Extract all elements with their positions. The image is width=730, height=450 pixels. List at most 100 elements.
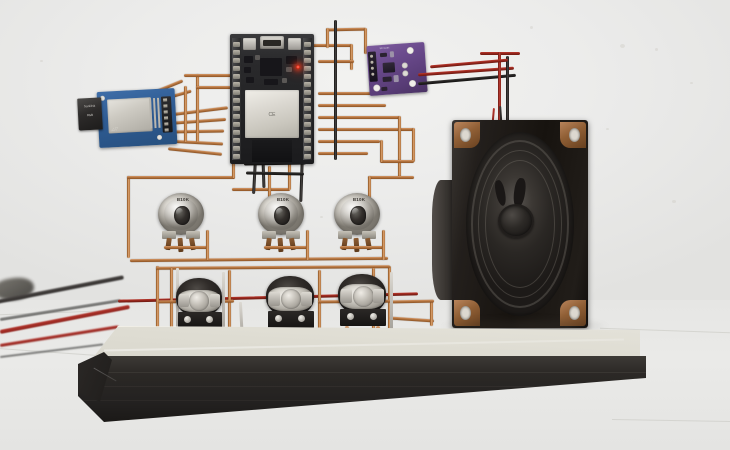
pot-mount-tab [262, 231, 276, 239]
pot-label: B10K [176, 197, 190, 202]
amp-component [389, 51, 395, 58]
pot-label: B10K [352, 197, 366, 202]
esp32-pin [233, 74, 240, 79]
wall-speck [320, 216, 323, 218]
amp-ic [382, 62, 396, 73]
wood-grain-line [78, 386, 646, 387]
copper-wire [184, 74, 232, 77]
esp-wroom-shield: ESP-WROOM-32 FCC ID: 2AC7Z-ESPWROOM32 CE… [245, 90, 299, 138]
copper-wire [326, 28, 329, 48]
copper-wire [318, 128, 414, 131]
esp32-component [286, 67, 292, 72]
copper-wire [318, 140, 380, 143]
wall-speck [690, 82, 693, 84]
copper-wire [196, 74, 199, 142]
pot-mount-tab [338, 231, 352, 239]
copper-wire [127, 176, 235, 179]
usb-slot [263, 40, 281, 46]
copper-wire [380, 140, 383, 162]
potentiometer-top-center[interactable]: B10K [256, 193, 310, 255]
esp32-pin [304, 50, 311, 55]
pot-shaft-hub[interactable] [353, 286, 374, 307]
support-wire [176, 268, 179, 346]
en-button[interactable] [243, 38, 256, 50]
boot-button[interactable] [288, 38, 301, 50]
support-wire [222, 272, 225, 344]
sd-pin [164, 128, 169, 132]
loudspeaker[interactable] [452, 120, 588, 328]
copper-wire [264, 246, 308, 249]
audio-amp-module[interactable]: SD GAIN [366, 42, 428, 96]
speaker-lead-red [498, 52, 501, 124]
pot-nut [341, 289, 352, 303]
esp32-component [244, 67, 251, 73]
sd-pin [163, 110, 168, 114]
wall-speck [620, 44, 625, 48]
amp-component [393, 74, 399, 83]
wall-speck [40, 60, 43, 62]
copper-frame-post [228, 270, 231, 342]
esp32-pin [233, 58, 240, 63]
pot-terminal-screw [370, 313, 377, 320]
cone-surround-ring [485, 160, 555, 288]
sd-pin [163, 116, 169, 120]
pot-label: B10K [276, 197, 290, 202]
esp32-pin [304, 74, 311, 79]
microsd-card[interactable]: SanDisk 8GB [77, 97, 103, 131]
pot-shaft[interactable] [174, 206, 190, 225]
pot-shaft[interactable] [350, 206, 366, 225]
copper-wire [350, 44, 353, 70]
sd-pin-header[interactable] [160, 96, 173, 133]
esp32-regulator [286, 56, 297, 64]
copper-wire [318, 116, 400, 119]
copper-wire [398, 116, 401, 178]
shaft-highlight [352, 208, 359, 216]
shield-label-line-3: IC: 21098-ESPWROOM32 [261, 126, 283, 127]
pot-terminal-screw [298, 315, 305, 322]
micro-usb-port[interactable] [260, 36, 284, 49]
esp32-pin [304, 146, 311, 151]
mounting-hole [569, 306, 580, 320]
mounting-hole [460, 128, 471, 142]
speaker-lead-black [506, 56, 509, 122]
mounting-hole [460, 306, 471, 320]
esp32-pin [233, 122, 240, 127]
copper-wire [380, 160, 414, 163]
sd-pin [163, 98, 168, 102]
pot-lug [353, 237, 360, 253]
microsd-card-module[interactable]: △▽ [96, 87, 178, 149]
esp32-pin [233, 66, 240, 71]
potentiometer-top-left[interactable]: B10K [156, 193, 210, 255]
wood-grain-line [78, 372, 646, 373]
potentiometer-bottom-left[interactable] [172, 278, 228, 336]
wall-speck [672, 200, 676, 203]
esp32-dev-board[interactable]: ESP-WROOM-32 FCC ID: 2AC7Z-ESPWROOM32 CE… [230, 34, 314, 164]
potentiometer-bottom-center[interactable] [262, 276, 318, 336]
power-led [296, 65, 300, 69]
pot-terminal-screw [347, 313, 354, 320]
esp32-pin [233, 146, 240, 151]
pot-shaft-hub[interactable] [281, 289, 301, 309]
pcb-antenna [252, 140, 292, 162]
copper-wire [364, 28, 367, 54]
pot-nut [373, 289, 384, 303]
pot-nut [301, 292, 312, 306]
wood-grain-line [78, 400, 646, 401]
sd-card-socket: △▽ [106, 97, 153, 134]
copper-wire [306, 230, 309, 260]
pot-shaft[interactable] [274, 206, 290, 225]
pot-shaft-hub[interactable] [189, 291, 209, 311]
copper-wire [127, 176, 130, 258]
shaft-highlight [276, 208, 283, 216]
pot-mount-tab [362, 231, 376, 239]
copper-wire [232, 188, 290, 191]
support-wire [390, 272, 393, 342]
esp32-pin [304, 82, 311, 87]
amp-component [379, 52, 388, 58]
potentiometer-bottom-right[interactable] [334, 274, 390, 334]
potentiometer-top-right[interactable]: B10K [332, 193, 386, 255]
copper-wire [318, 92, 372, 95]
copper-wire [196, 86, 234, 89]
esp32-pin [233, 114, 240, 119]
esp32-pin [233, 82, 240, 87]
